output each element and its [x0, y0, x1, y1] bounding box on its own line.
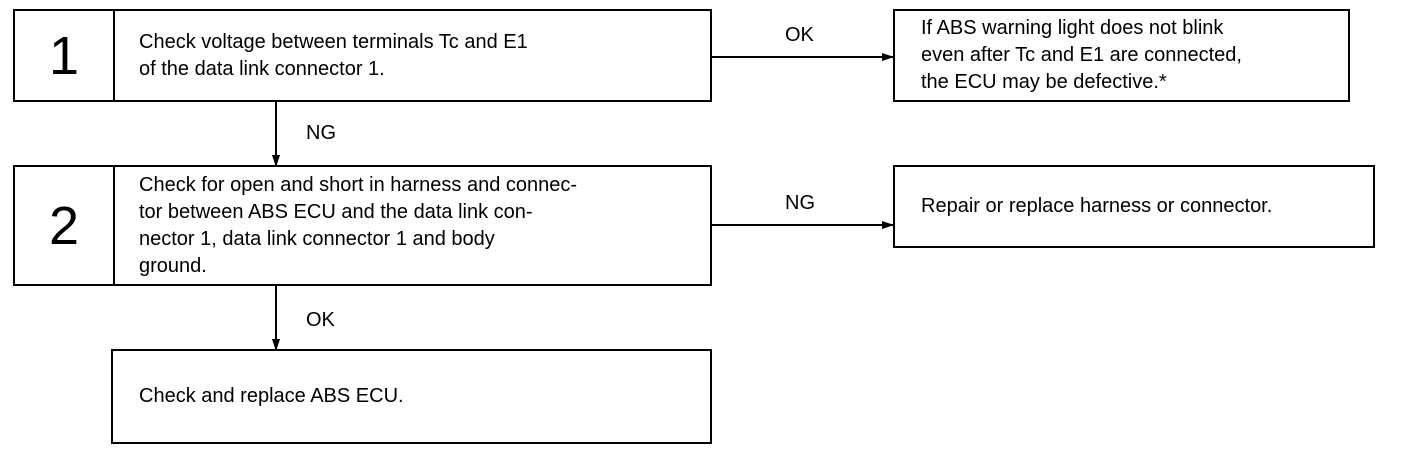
label-step1-ok: OK: [785, 24, 814, 46]
step-2-box: 2 Check for open and short in harness an…: [13, 165, 712, 286]
label-step2-ng: NG: [785, 192, 815, 214]
step-1-number: 1: [15, 11, 115, 100]
step-2-ng-result-box: Repair or replace harness or connector.: [893, 165, 1375, 248]
step-2-ng-result-text: Repair or replace harness or connector.: [921, 195, 1273, 217]
label-step1-ng: NG: [306, 122, 336, 144]
step-1-text: Check voltage between terminals Tc and E…: [139, 30, 528, 80]
step-1-ok-result-text: If ABS warning light does not blink even…: [921, 17, 1242, 93]
step-1-box: 1 Check voltage between terminals Tc and…: [13, 9, 712, 102]
step-2-text: Check for open and short in harness and …: [139, 173, 578, 277]
final-action-text: Check and replace ABS ECU.: [139, 385, 404, 407]
final-action-box: Check and replace ABS ECU.: [111, 349, 712, 444]
step-1-ok-result-box: If ABS warning light does not blink even…: [893, 9, 1350, 102]
label-step2-ok: OK: [306, 309, 335, 331]
step-2-number: 2: [15, 167, 115, 284]
